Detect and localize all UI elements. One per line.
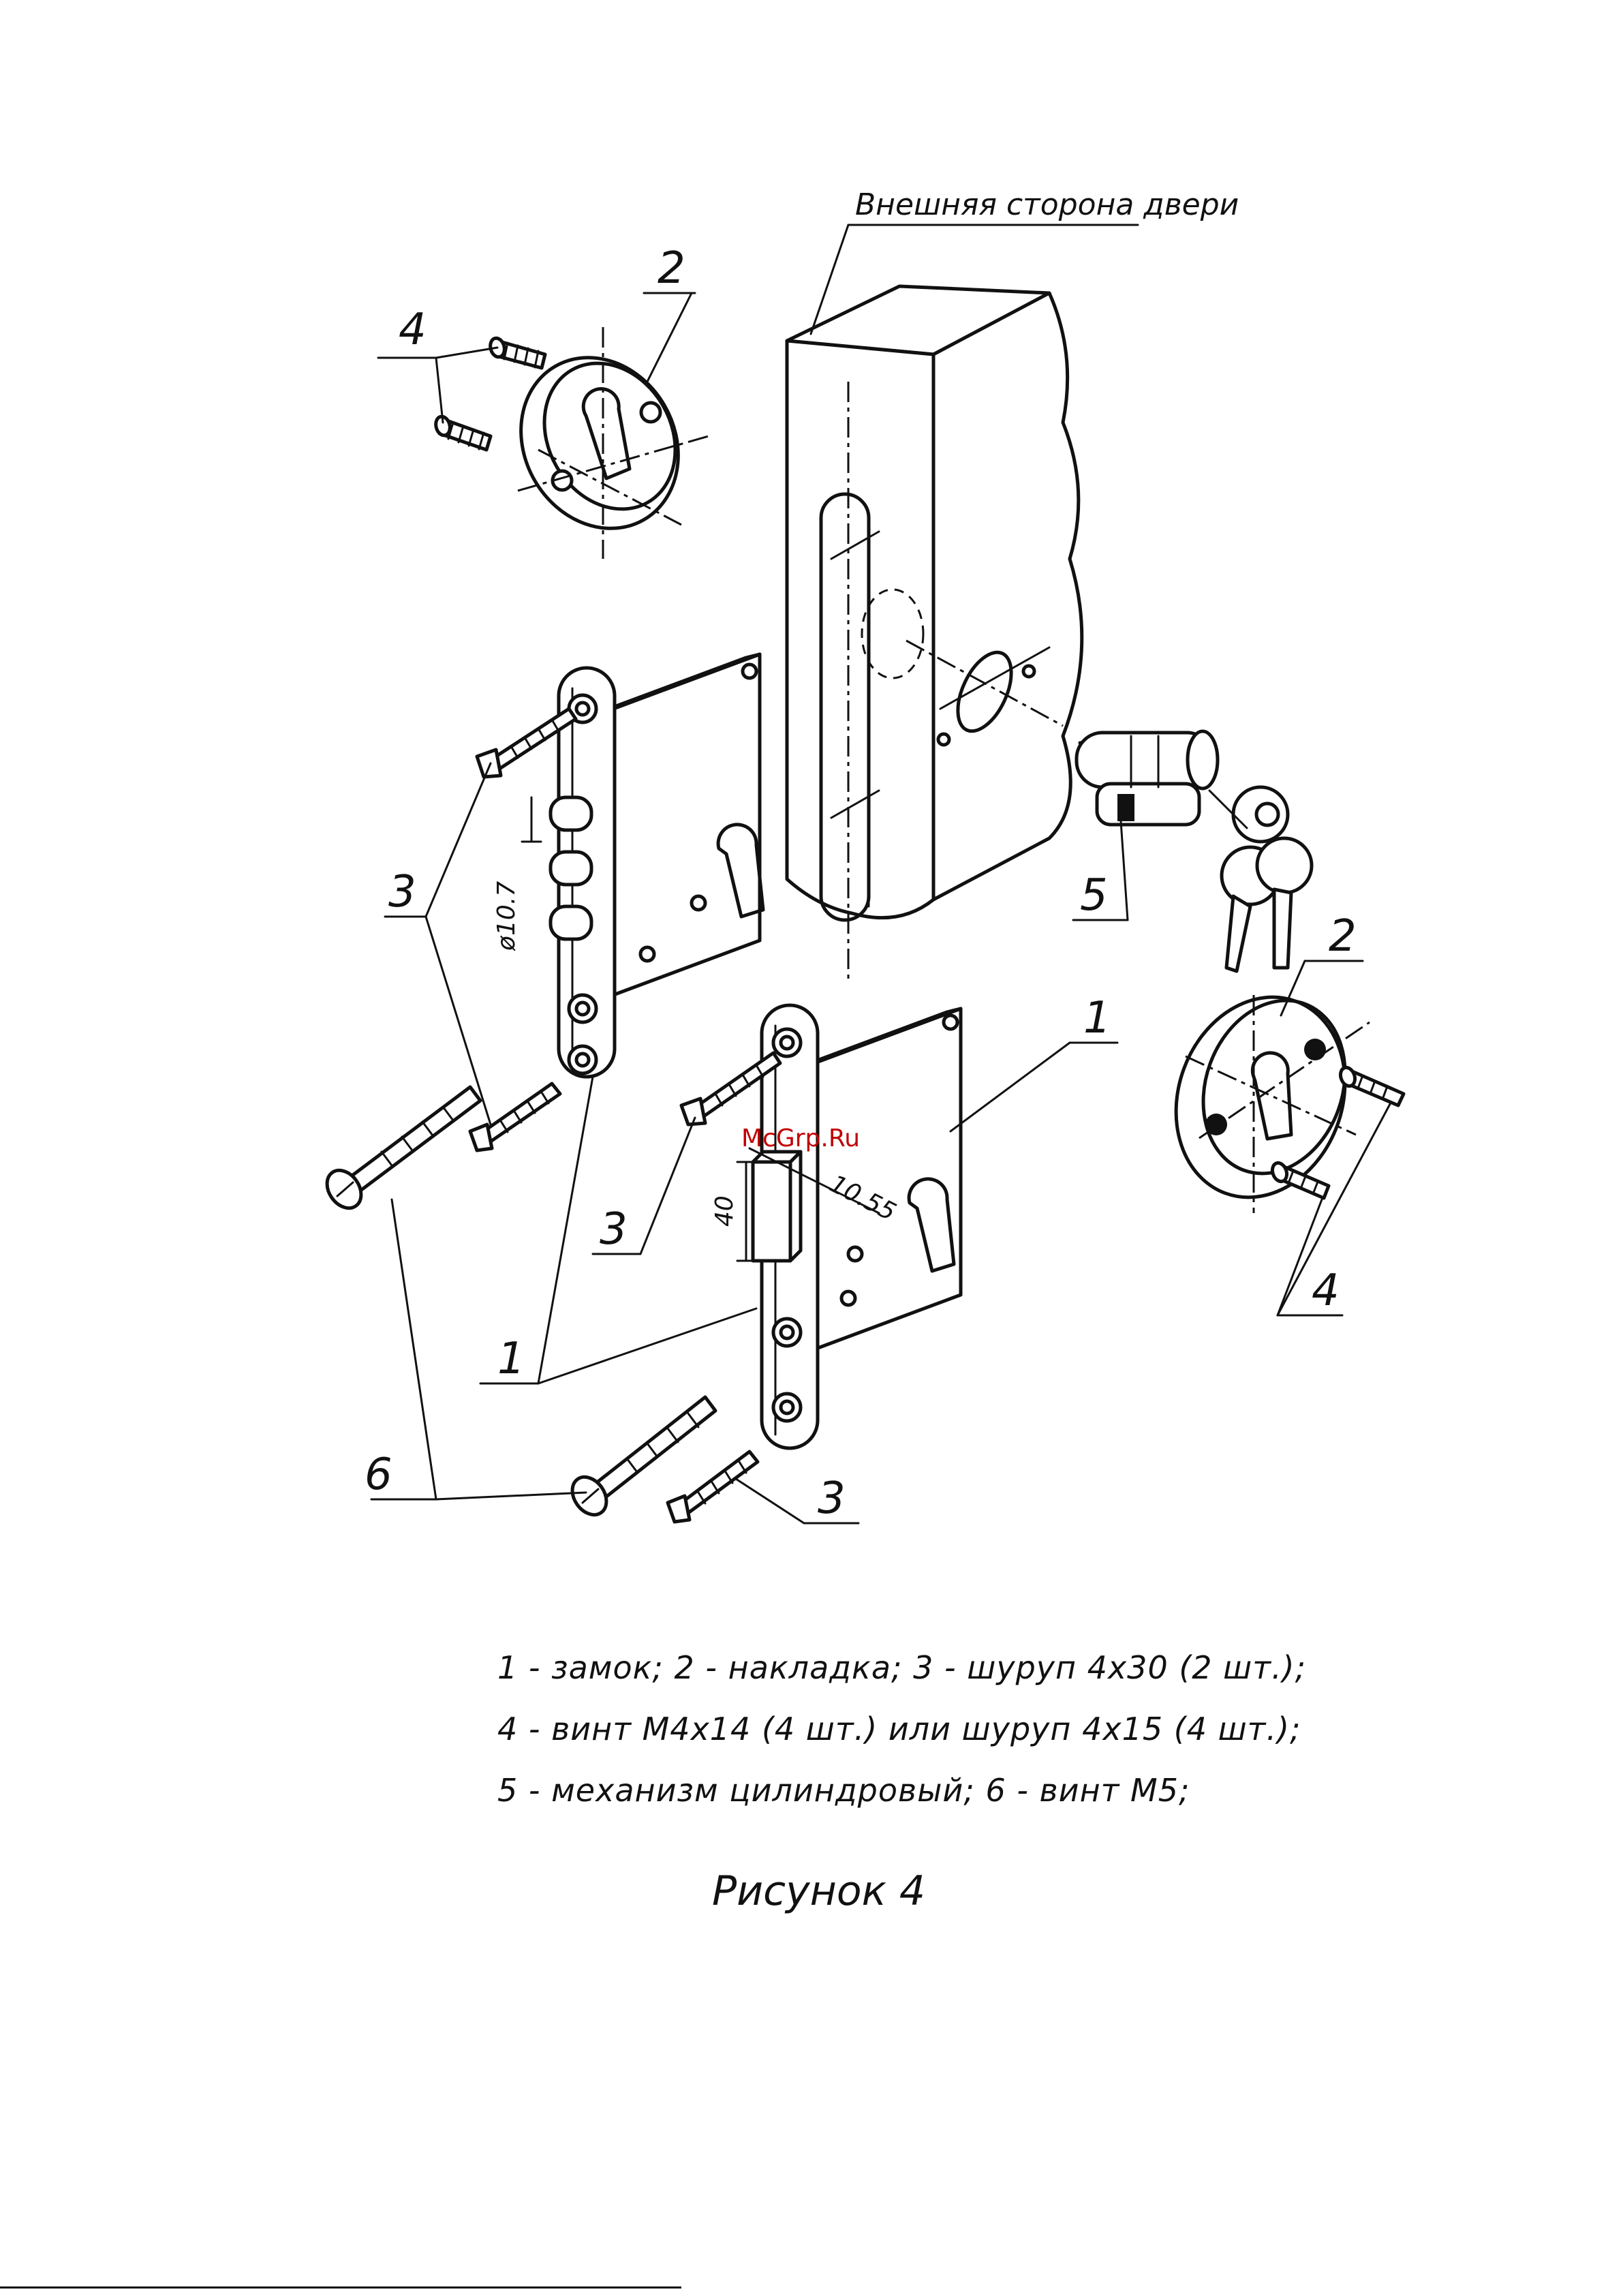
callout-1-right: 1 bbox=[1083, 993, 1111, 1043]
door-side-label: Внешняя сторона двери bbox=[855, 187, 1239, 222]
screw-4-upper bbox=[489, 337, 545, 368]
dimension-bolt-diameter: ø10.7 bbox=[493, 881, 521, 951]
legend-line-2: 4 - винт М4х14 (4 шт.) или шуруп 4х15 (4… bbox=[497, 1711, 1301, 1747]
cylinder-mechanism bbox=[1077, 731, 1218, 825]
screw-6-left bbox=[320, 1087, 480, 1214]
callout-3-mid: 3 bbox=[600, 1204, 628, 1255]
door-panel bbox=[787, 286, 1082, 981]
callout-1-left: 1 bbox=[497, 1334, 525, 1384]
figure-caption: Рисунок 4 bbox=[712, 1867, 925, 1915]
escutcheon-plate-right bbox=[1149, 973, 1372, 1221]
dimension-latch-height: 40 bbox=[711, 1195, 739, 1227]
screw-4-right-upper bbox=[1338, 1065, 1404, 1105]
callout-6: 6 bbox=[365, 1450, 392, 1500]
callout-3-bottom: 3 bbox=[818, 1473, 846, 1524]
callout-2-top: 2 bbox=[658, 243, 685, 294]
screw-3-upper-bottom bbox=[470, 1084, 560, 1150]
screw-3-lower-bottom bbox=[668, 1452, 758, 1522]
callout-4-right: 4 bbox=[1312, 1266, 1340, 1316]
callout-3-left: 3 bbox=[388, 867, 416, 917]
watermark: McGrp.Ru bbox=[741, 1124, 860, 1152]
bottom-rule bbox=[0, 2286, 681, 2289]
callout-2-right: 2 bbox=[1329, 911, 1357, 962]
callout-5: 5 bbox=[1080, 870, 1108, 921]
legend-line-1: 1 - замок; 2 - накладка; 3 - шуруп 4х30 … bbox=[497, 1649, 1306, 1686]
callout-4-top: 4 bbox=[399, 305, 427, 355]
keys bbox=[1209, 787, 1312, 971]
legend-line-3: 5 - механизм цилиндровый; 6 - винт М5; bbox=[497, 1772, 1190, 1809]
